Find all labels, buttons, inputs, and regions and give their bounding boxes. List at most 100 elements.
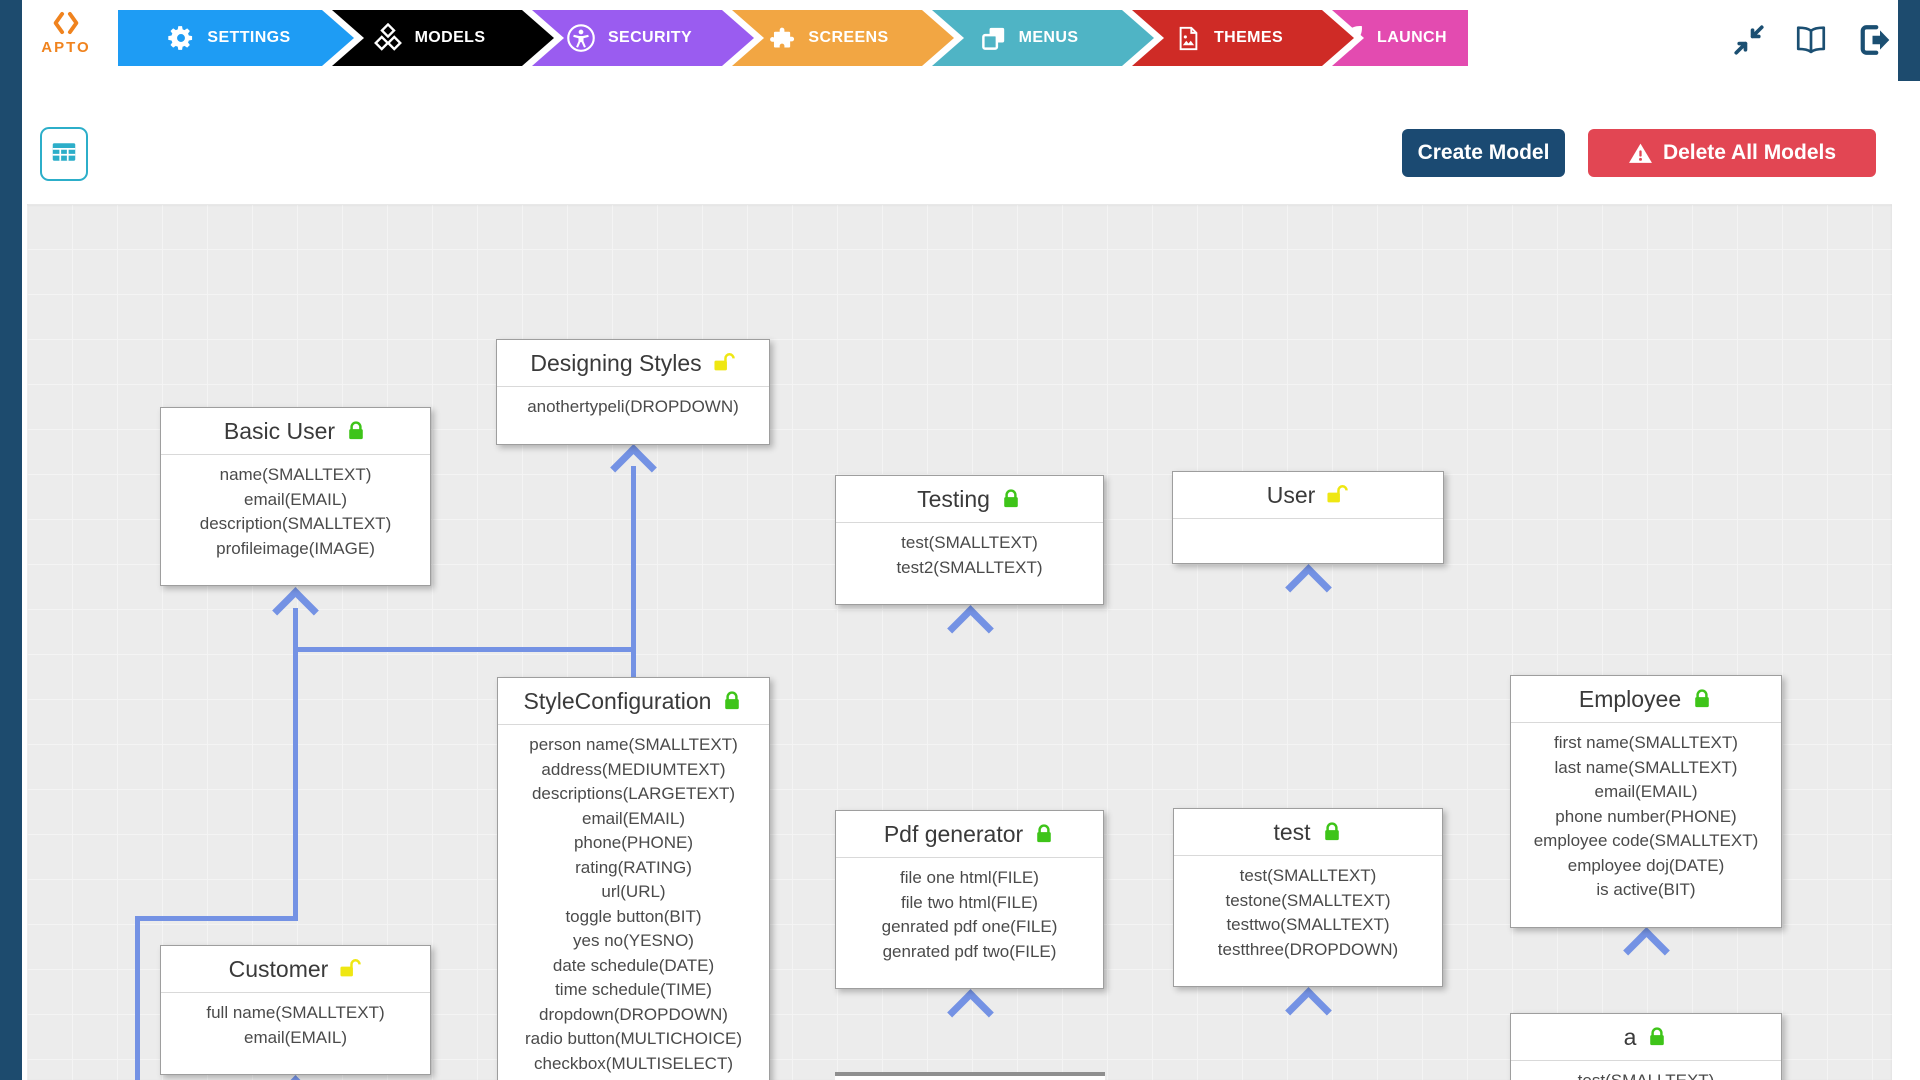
model-title: a: [1623, 1024, 1637, 1050]
model-field: descriptions(LARGETEXT): [531, 784, 736, 803]
model-field: file two html(FILE): [901, 892, 1038, 912]
model-field: email(EMAIL): [1594, 782, 1698, 801]
nav-label: MODELS: [414, 29, 486, 46]
model-field: first name(SMALLTEXT): [1554, 733, 1738, 752]
model-field: rating(RATING): [575, 857, 692, 877]
model-card-basic-user[interactable]: Basic User name(SMALLTEXT)email(EMAIL)de…: [160, 407, 431, 586]
lock-closed-icon: [345, 420, 367, 442]
table-grid-icon: [49, 137, 79, 172]
model-card-a[interactable]: a test(SMALLTEXT): [1510, 1013, 1782, 1080]
model-fields: [1173, 519, 1443, 563]
model-field: testone(SMALLTEXT): [1225, 890, 1391, 910]
connection-arrow: [609, 443, 657, 491]
connection-line: [631, 466, 636, 677]
nav-item-launch[interactable]: LAUNCH: [1318, 10, 1468, 66]
connection-arrow: [1284, 986, 1332, 1034]
accessibility-icon: [566, 23, 596, 53]
gear-icon: [167, 24, 195, 52]
model-title: test: [1273, 819, 1311, 845]
model-field: genrated pdf two(FILE): [882, 941, 1057, 961]
model-field: is active(BIT): [1596, 880, 1696, 899]
model-field: time schedule(TIME): [555, 980, 712, 999]
model-field: employee doj(DATE): [1567, 855, 1725, 875]
model-field: testtwo(SMALLTEXT): [1226, 915, 1390, 934]
model-card-header: Designing Styles: [497, 340, 769, 387]
model-card-header: StyleConfiguration: [498, 678, 769, 725]
nav-label: LAUNCH: [1377, 29, 1447, 46]
nav-item-settings[interactable]: SETTINGS: [118, 10, 354, 66]
nav-label: SECURITY: [607, 29, 693, 46]
lock-open-icon: [712, 352, 736, 374]
model-field: file one html(FILE): [900, 868, 1039, 887]
nav-label: SETTINGS: [207, 29, 291, 46]
connection-arrow: [1622, 926, 1670, 974]
model-field: email(EMAIL): [582, 808, 685, 828]
model-field: phone(PHONE): [573, 833, 694, 852]
model-title: Testing: [917, 486, 990, 512]
connection-line: [293, 608, 298, 921]
docs-icon[interactable]: [1792, 23, 1830, 57]
nav-label: SCREENS: [808, 29, 889, 46]
create-model-label: Create Model: [1417, 141, 1550, 164]
model-card-header: Employee: [1511, 676, 1781, 723]
model-field: testthree(DROPDOWN): [1217, 939, 1399, 959]
wizard-nav: SETTINGS MODELS SECURITY SCREENS MENUS THEMES…: [0, 0, 1920, 81]
cubes-icon: [373, 23, 403, 53]
model-field: action button(ACTION): [502, 1076, 765, 1080]
model-fields: full name(SMALLTEXT)email(EMAIL): [161, 993, 430, 1074]
model-fields: file one html(FILE) file two html(FILE) ge…: [836, 858, 1103, 988]
header-actions: [1680, 14, 1892, 66]
model-card-pdf-generator[interactable]: Pdf generator file one html(FILE) file tw…: [835, 810, 1104, 989]
model-field: person name(SMALLTEXT): [529, 735, 738, 754]
model-fields: first name(SMALLTEXT)last name(SMALLTEXT…: [1511, 723, 1781, 927]
lock-closed-icon: [1321, 821, 1343, 843]
image-file-icon: [1175, 25, 1202, 52]
grid-view-toggle-button[interactable]: [40, 127, 88, 181]
model-field: description(SMALLTEXT): [199, 514, 392, 533]
model-field: employee code(SMALLTEXT): [1533, 831, 1759, 850]
collapse-icon[interactable]: [1732, 23, 1766, 57]
delete-all-models-button[interactable]: Delete All Models: [1588, 129, 1876, 177]
model-field: test(SMALLTEXT): [1239, 866, 1377, 885]
nav-item-themes[interactable]: THEMES: [1118, 10, 1354, 66]
warning-triangle-icon: [1628, 141, 1653, 166]
model-card-employee[interactable]: Employee first name(SMALLTEXT)last name(…: [1510, 675, 1782, 928]
connection-arrow: [946, 604, 994, 652]
model-card-header: Pdf generator: [836, 811, 1103, 858]
left-edge-strip: [0, 0, 22, 1080]
model-card-header: Customer: [161, 946, 430, 993]
lock-open-icon: [1325, 484, 1349, 506]
logout-icon[interactable]: [1856, 22, 1892, 58]
model-fields: test(SMALLTEXT)test2(SMALLTEXT): [836, 523, 1103, 604]
model-field: checkbox(MULTISELECT): [533, 1053, 733, 1073]
model-field: address(MEDIUMTEXT): [541, 759, 726, 779]
model-card-header: Testing: [836, 476, 1103, 523]
clone-icon: [980, 25, 1007, 52]
logo-text: APTO: [41, 39, 91, 56]
model-card-user[interactable]: User: [1172, 471, 1444, 564]
lock-closed-icon: [1691, 688, 1713, 710]
model-card-styleconfiguration[interactable]: StyleConfiguration person name(SMALLTEXT…: [497, 677, 770, 1080]
model-card-testing[interactable]: Testing test(SMALLTEXT)test2(SMALLTEXT): [835, 475, 1104, 605]
model-card-customer[interactable]: Customer full name(SMALLTEXT)email(EMAIL…: [160, 945, 431, 1075]
model-fields: test(SMALLTEXT) testone(SMALLTEXT) testtwo…: [1174, 856, 1442, 986]
model-title: Customer: [228, 956, 329, 982]
model-title: Pdf generator: [883, 821, 1024, 847]
connection-arrow: [271, 1074, 319, 1080]
connection-arrow: [271, 586, 319, 634]
connection-line: [293, 647, 636, 652]
connection-line: [135, 916, 298, 921]
model-field: yes no(YESNO): [573, 931, 694, 950]
model-card-test[interactable]: test test(SMALLTEXT)testone(SMALLTEXT)te…: [1173, 808, 1443, 987]
model-field: url(URL): [601, 882, 666, 901]
model-field: phone number(PHONE): [1555, 806, 1737, 826]
nav-label: MENUS: [1018, 29, 1079, 46]
create-model-button[interactable]: Create Model: [1402, 129, 1565, 177]
model-field: full name(SMALLTEXT): [206, 1003, 385, 1022]
model-fields: name(SMALLTEXT)email(EMAIL)description(S…: [161, 455, 430, 585]
model-card-header: test: [1174, 809, 1442, 856]
model-field: test(SMALLTEXT): [901, 533, 1038, 552]
model-field: date schedule(DATE): [552, 955, 715, 975]
model-card-designing-styles[interactable]: Designing Styles anothertypeli(DROPDOWN): [496, 339, 770, 445]
lock-open-icon: [338, 958, 362, 980]
